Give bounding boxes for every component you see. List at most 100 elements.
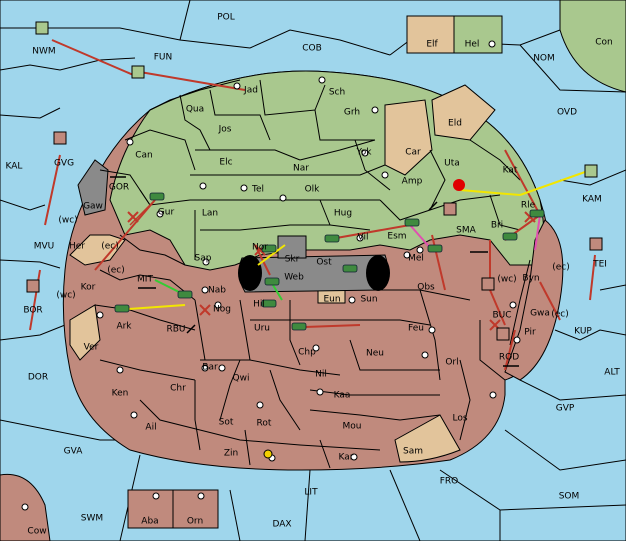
region-gaw[interactable] — [77, 159, 109, 216]
svg-text:COB: COB — [302, 44, 322, 54]
svg-text:Obs: Obs — [417, 283, 435, 293]
svg-text:Kor: Kor — [81, 283, 96, 293]
svg-text:TEI: TEI — [592, 260, 607, 270]
svg-text:Orl: Orl — [445, 358, 458, 368]
svg-text:GVP: GVP — [556, 404, 575, 414]
svg-text:(wc): (wc) — [58, 216, 77, 226]
svg-text:(ec): (ec) — [101, 242, 119, 252]
svg-text:Ost: Ost — [316, 258, 332, 268]
svg-text:Mel: Mel — [408, 254, 424, 264]
svg-text:Sot: Sot — [219, 418, 234, 428]
coast-tags: (wc)(ec) (ec)(wc) (wc)(ec) (ec) — [56, 216, 569, 320]
home-marker-icons — [26, 21, 603, 341]
svg-text:SWM: SWM — [81, 514, 103, 524]
svg-text:Aba: Aba — [141, 517, 158, 527]
sea-links — [110, 176, 519, 367]
svg-text:Mou: Mou — [343, 422, 362, 432]
svg-text:Uru: Uru — [254, 324, 270, 334]
svg-text:Nog: Nog — [213, 305, 231, 315]
svg-text:FRO: FRO — [440, 477, 459, 487]
svg-text:GVG: GVG — [54, 159, 74, 169]
region-orn[interactable] — [172, 489, 219, 529]
svg-text:Eld: Eld — [448, 119, 462, 129]
impassable-west — [238, 255, 262, 291]
region-skr[interactable] — [277, 235, 307, 259]
region-elf[interactable] — [406, 15, 455, 54]
svg-text:Bri: Bri — [491, 221, 503, 231]
svg-text:Hil: Hil — [253, 300, 265, 310]
svg-text:Chr: Chr — [170, 384, 186, 394]
svg-text:MIT: MIT — [137, 275, 153, 285]
svg-text:Vil: Vil — [358, 233, 369, 243]
svg-text:Kar: Kar — [339, 453, 354, 463]
dislodge-icon — [453, 179, 465, 191]
svg-text:Lan: Lan — [202, 209, 218, 219]
svg-text:Kat: Kat — [503, 166, 518, 176]
svg-text:GOR: GOR — [109, 183, 129, 193]
svg-text:Tel: Tel — [251, 185, 264, 195]
army-unit-icon — [114, 192, 545, 331]
svg-text:Chp: Chp — [298, 348, 316, 358]
svg-text:Ken: Ken — [112, 389, 129, 399]
svg-text:Jad: Jad — [243, 86, 258, 96]
svg-text:Kaa: Kaa — [334, 391, 351, 401]
svg-text:Sun: Sun — [360, 295, 377, 305]
svg-text:Grh: Grh — [344, 108, 360, 118]
svg-text:Sap: Sap — [195, 254, 212, 264]
svg-text:Eun: Eun — [323, 295, 340, 305]
region-aba[interactable] — [127, 489, 174, 529]
region-sam[interactable] — [394, 414, 461, 463]
region-eld[interactable] — [431, 84, 496, 141]
svg-text:Cow: Cow — [27, 527, 46, 537]
svg-text:BOR: BOR — [23, 306, 42, 316]
svg-text:Orn: Orn — [187, 517, 203, 527]
svg-text:RBU: RBU — [166, 325, 185, 335]
svg-text:Sch: Sch — [329, 88, 345, 98]
region-ver[interactable] — [69, 304, 101, 361]
svg-text:Can: Can — [135, 151, 153, 161]
svg-text:Hel: Hel — [465, 40, 480, 50]
svg-text:Amp: Amp — [402, 177, 423, 187]
svg-text:Car: Car — [405, 148, 421, 158]
svg-text:Bar: Bar — [202, 363, 218, 373]
svg-text:KUP: KUP — [574, 327, 592, 337]
region-car[interactable] — [384, 99, 433, 176]
svg-text:Olk: Olk — [305, 185, 321, 195]
svg-text:Nar: Nar — [293, 164, 309, 174]
svg-text:Nil: Nil — [315, 370, 327, 380]
svg-text:KAL: KAL — [6, 162, 23, 172]
svg-text:KAM: KAM — [582, 195, 602, 205]
svg-text:Ver: Ver — [84, 343, 99, 353]
svg-text:Nor: Nor — [252, 243, 268, 253]
svg-text:SMA: SMA — [456, 226, 476, 236]
svg-text:DOR: DOR — [28, 373, 48, 383]
svg-text:Her: Her — [69, 242, 85, 252]
svg-text:Byn: Byn — [522, 274, 539, 284]
svg-text:ROD: ROD — [499, 353, 519, 363]
svg-text:Ail: Ail — [145, 423, 156, 433]
svg-text:Jos: Jos — [218, 125, 232, 135]
svg-text:Elc: Elc — [219, 158, 232, 168]
svg-text:Esm: Esm — [387, 232, 406, 242]
region-her[interactable] — [69, 234, 126, 266]
svg-text:Rot: Rot — [257, 419, 272, 429]
impassable-east — [366, 255, 390, 291]
svg-text:Gaw: Gaw — [83, 202, 103, 212]
svg-text:POL: POL — [217, 13, 235, 23]
svg-text:Web: Web — [284, 273, 304, 283]
svg-text:LIT: LIT — [304, 488, 318, 498]
svg-text:(ec): (ec) — [552, 263, 570, 273]
svg-text:Neu: Neu — [366, 349, 384, 359]
svg-text:(wc): (wc) — [56, 291, 75, 301]
svg-text:Nab: Nab — [208, 286, 226, 296]
svg-text:Yok: Yok — [355, 148, 372, 158]
svg-text:Skr: Skr — [285, 255, 300, 265]
svg-text:Gwa: Gwa — [530, 309, 550, 319]
svg-text:Gur: Gur — [158, 208, 175, 218]
svg-text:BUC: BUC — [492, 311, 511, 321]
svg-text:(ec): (ec) — [107, 266, 125, 276]
svg-text:Qwi: Qwi — [233, 374, 250, 384]
svg-text:SOM: SOM — [559, 492, 580, 502]
